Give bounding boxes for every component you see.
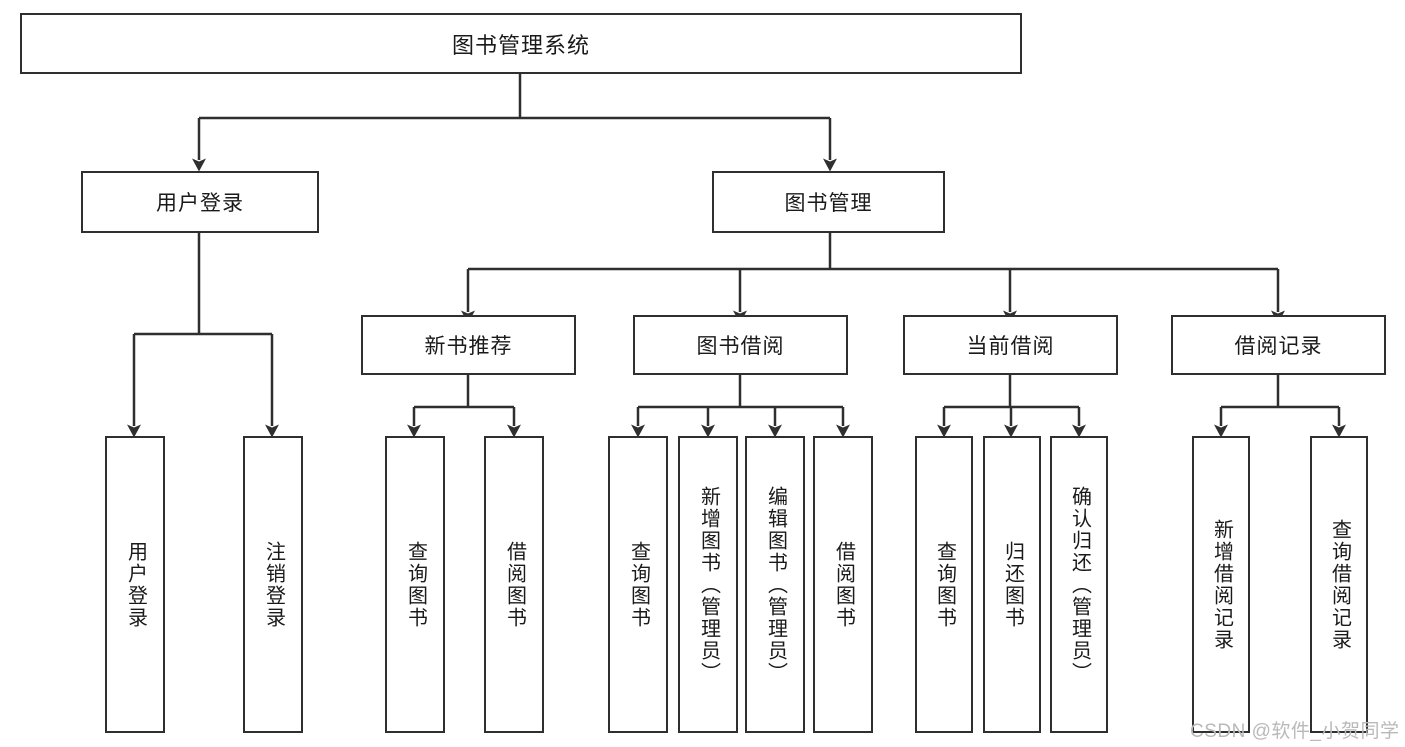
node-current-borrow[interactable]: 当前借阅	[903, 315, 1118, 375]
leaf-label: 查询借阅记录	[1328, 518, 1351, 651]
leaf-label: 借阅图书	[503, 540, 526, 629]
node-user-login[interactable]: 用户登录	[81, 171, 319, 233]
node-book-manage[interactable]: 图书管理	[712, 171, 945, 233]
leaf-label: 用户登录	[124, 540, 147, 629]
leaf-new-book-query[interactable]: 查询图书	[385, 436, 445, 733]
leaf-label: 新增图书（管理员）	[697, 485, 720, 684]
leaf-user-login-logout[interactable]: 注销登录	[243, 436, 303, 733]
leaf-current-borrow-query[interactable]: 查询图书	[915, 436, 973, 733]
leaf-book-borrow-edit[interactable]: 编辑图书（管理员）	[745, 436, 805, 733]
node-root[interactable]: 图书管理系统	[20, 13, 1022, 74]
leaf-borrow-record-add[interactable]: 新增借阅记录	[1192, 436, 1250, 733]
leaf-book-borrow-borrow[interactable]: 借阅图书	[813, 436, 873, 733]
watermark-text: CSDN @软件_小贺同学	[1190, 721, 1400, 742]
leaf-book-borrow-query[interactable]: 查询图书	[608, 436, 668, 733]
node-new-book-recommend[interactable]: 新书推荐	[361, 315, 576, 375]
leaf-label: 查询图书	[627, 540, 650, 629]
leaf-label: 借阅图书	[832, 540, 855, 629]
leaf-label: 新增借阅记录	[1210, 518, 1233, 651]
leaf-book-borrow-add[interactable]: 新增图书（管理员）	[678, 436, 738, 733]
leaf-current-borrow-return[interactable]: 归还图书	[983, 436, 1041, 733]
leaf-label: 确认归还（管理员）	[1068, 485, 1091, 684]
leaf-current-borrow-confirm[interactable]: 确认归还（管理员）	[1050, 436, 1108, 733]
leaf-label: 查询图书	[933, 540, 956, 629]
leaf-label: 编辑图书（管理员）	[764, 485, 787, 684]
leaf-label: 查询图书	[404, 540, 427, 629]
node-borrow-record[interactable]: 借阅记录	[1171, 315, 1386, 375]
leaf-new-book-borrow[interactable]: 借阅图书	[484, 436, 544, 733]
leaf-label: 归还图书	[1001, 540, 1024, 629]
leaf-label: 注销登录	[262, 540, 285, 629]
leaf-user-login-login[interactable]: 用户登录	[105, 436, 165, 733]
node-book-borrow[interactable]: 图书借阅	[633, 315, 848, 375]
leaf-borrow-record-query[interactable]: 查询借阅记录	[1310, 436, 1368, 733]
